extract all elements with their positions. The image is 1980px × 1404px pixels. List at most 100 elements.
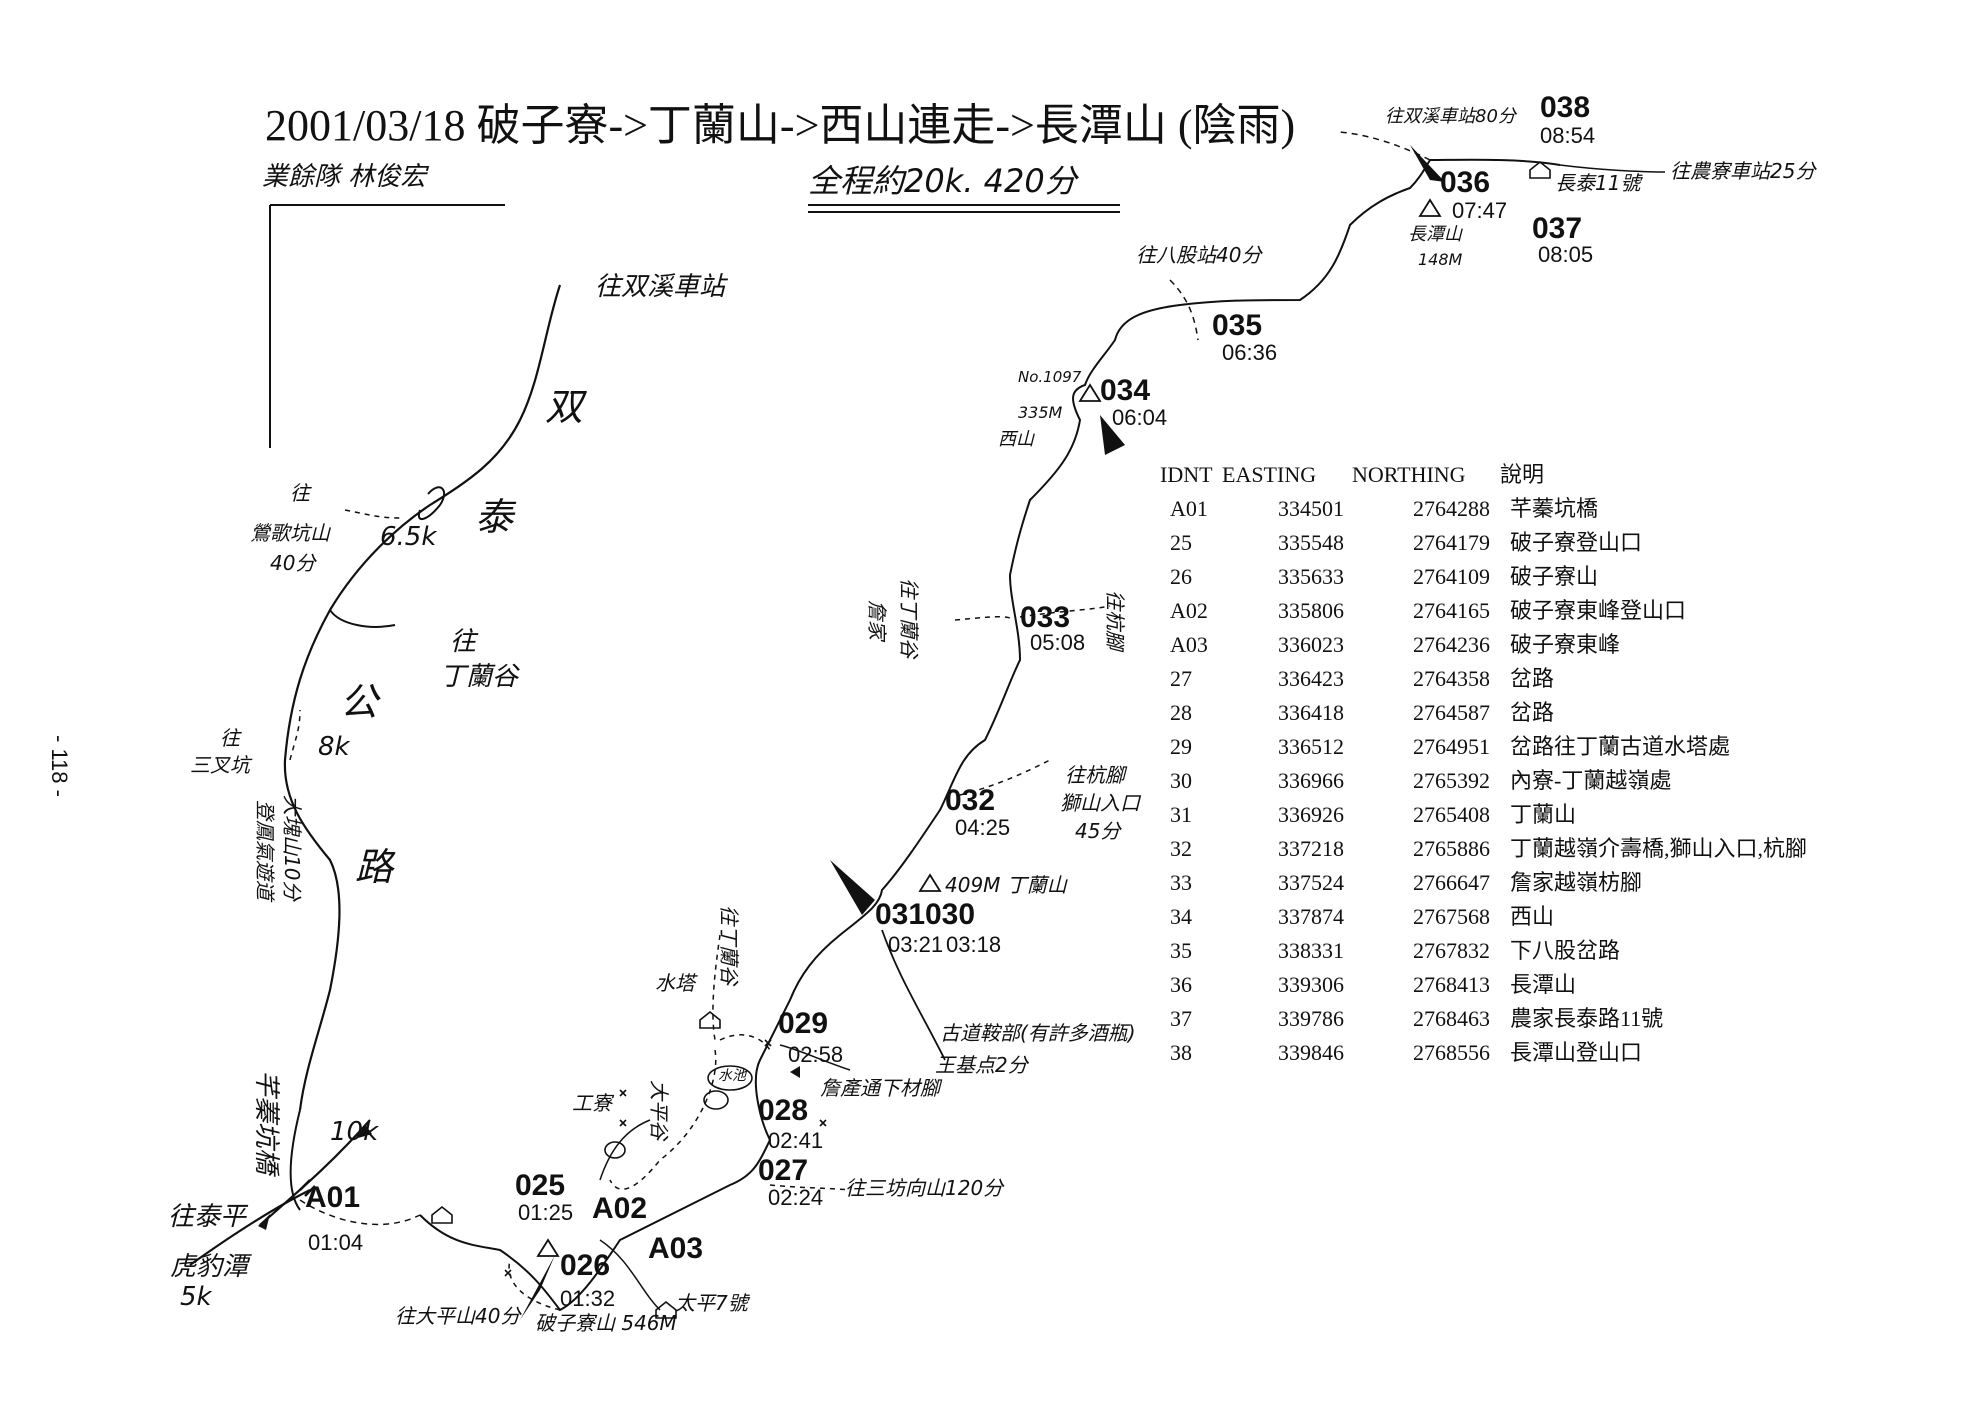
arrow-north [358, 1124, 372, 1138]
label-road-shuang: 双 [545, 385, 588, 429]
trail-water-tower [712, 934, 721, 1041]
page-number: - 118 - [47, 735, 72, 797]
table-cell-northing: 2764109 [1413, 564, 1490, 589]
table-cell-northing: 2764587 [1413, 700, 1490, 725]
waypoint-a01-time: 01:04 [308, 1230, 363, 1255]
label-dazhenshan: 大塊山10分 [280, 795, 304, 902]
pond-2 [703, 1090, 729, 1110]
table-cell-northing: 2767568 [1413, 904, 1490, 929]
table-header-northing: NORTHING [1352, 462, 1466, 487]
table-cell-id: 28 [1170, 700, 1192, 725]
label-road-tai: 泰 [475, 495, 517, 539]
label-changtai-11: 長泰11號 [1555, 171, 1643, 195]
label-dist-10k: 10k [330, 1117, 379, 1147]
arrow-zhanchan [790, 1066, 800, 1078]
waypoint-029-time: 02:58 [788, 1042, 843, 1067]
house-icon-a01 [431, 1205, 453, 1224]
table-cell-northing: 2765392 [1413, 768, 1490, 793]
label-road-lu: 路 [355, 845, 396, 889]
waypoint-a01-id: A01 [305, 1181, 360, 1214]
wedge-marker-034 [1100, 415, 1125, 455]
place-labels: 往双溪車站 双 泰 公 路 往 鶯歌坑山 40分 6.5k 往 丁蘭谷 8k 往… [168, 106, 1817, 1335]
label-taiping7: 太平7號 [675, 1291, 751, 1315]
table-cell-id: 25 [1170, 530, 1192, 555]
waypoint-033-id: 033 [1020, 601, 1070, 634]
table-cell-description: 芊蓁坑橋 [1510, 496, 1598, 521]
table-cell-easting: 339306 [1278, 972, 1344, 997]
road-to-taiping [259, 1119, 371, 1226]
trail-zhanchan [779, 1044, 851, 1071]
road-loop [417, 486, 446, 520]
label-pozhiliao-shan: 破子寮山 546M [535, 1311, 677, 1335]
table-cell-easting: 336423 [1278, 666, 1344, 691]
team-name: 業餘隊 林俊宏 [262, 162, 429, 192]
label-shishan-time: 45分 [1075, 819, 1122, 843]
arrow-taiping [258, 1214, 270, 1230]
trail-shishan [959, 759, 1051, 796]
table-cell-northing: 2764165 [1413, 598, 1490, 623]
table-header-idnt: IDNT [1160, 462, 1213, 487]
trail-pond [719, 1034, 771, 1051]
label-to-yingge-1: 往 [290, 481, 312, 505]
table-cell-easting: 336926 [1278, 802, 1344, 827]
table-cell-id: A01 [1170, 496, 1208, 521]
trail-gudao [881, 929, 946, 1061]
trail-dazhen [289, 709, 301, 761]
table-cell-description: 破子寮東峰登山口 [1510, 598, 1686, 623]
table-cell-description: 破子寮東峰 [1510, 632, 1620, 657]
table-cell-easting: 337874 [1278, 904, 1344, 929]
waypoint-032-id: 032 [945, 784, 995, 817]
trail-bagu [1169, 279, 1199, 341]
table-cell-northing: 2764236 [1413, 632, 1490, 657]
table-cell-easting: 336023 [1278, 632, 1344, 657]
route-038-037 [1429, 158, 1561, 166]
waypoint-025-time: 01:25 [518, 1200, 573, 1225]
table-cell-easting: 334501 [1278, 496, 1344, 521]
table-header-description: 說明 [1500, 462, 1544, 487]
table-cell-description: 長潭山登山口 [1510, 1040, 1642, 1065]
table-cell-northing: 2768463 [1413, 1006, 1490, 1031]
table-cell-id: 32 [1170, 836, 1192, 861]
label-dinglan-mtn: 409M 丁蘭山 [945, 873, 1069, 897]
label-dazhen-trail: 登鳳氣遊道 [253, 800, 277, 903]
house-icon-water-tower [699, 1010, 721, 1029]
label-to-sanchakeng-2: 三叉坑 [190, 753, 253, 777]
shuangtai-road [283, 284, 562, 1111]
hiking-route [419, 159, 1431, 1312]
label-to-sanchakeng-1: 往 [220, 726, 242, 750]
label-to-nongliao: 往農寮車站25分 [1670, 159, 1817, 183]
table-cell-northing: 2767832 [1413, 938, 1490, 963]
label-qianzhen-bridge: 芊蓁坑橋 [251, 1070, 281, 1178]
table-cell-id: 36 [1170, 972, 1192, 997]
table-cell-id: 33 [1170, 870, 1192, 895]
table-header-easting: EASTING [1222, 462, 1316, 487]
waypoint-030-id: 030 [925, 898, 975, 931]
table-cell-id: 30 [1170, 768, 1192, 793]
label-dist-8k: 8k [318, 732, 351, 762]
table-cell-description: 長潭山 [1510, 972, 1576, 997]
table-cell-id: 35 [1170, 938, 1192, 963]
table-cell-id: A02 [1170, 598, 1208, 623]
table-cell-northing: 2764179 [1413, 530, 1490, 555]
table-cell-description: 岔路 [1510, 700, 1554, 725]
label-to-fangjiao-2: 往杭腳 [1103, 590, 1127, 653]
table-cell-easting: 336512 [1278, 734, 1344, 759]
trail-fangjiao [1019, 605, 1111, 618]
summit-icon-changtan [1418, 198, 1442, 217]
table-cell-id: 26 [1170, 564, 1192, 589]
waypoint-026-time: 01:32 [560, 1286, 615, 1311]
label-to-dalishan: 往大平山40分 [395, 1304, 522, 1328]
waypoint-035-time: 06:36 [1222, 340, 1277, 365]
waypoint-030-time: 03:18 [946, 932, 1001, 957]
